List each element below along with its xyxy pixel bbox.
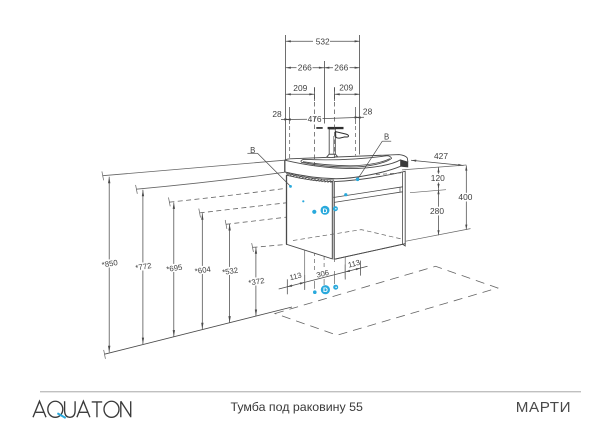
svg-text:D: D [323, 287, 328, 294]
svg-text:28: 28 [272, 109, 282, 119]
svg-text:266: 266 [298, 63, 312, 73]
svg-text:280: 280 [430, 206, 444, 216]
svg-text:532: 532 [316, 36, 330, 46]
svg-text:209: 209 [293, 83, 307, 93]
svg-text:476: 476 [308, 114, 322, 124]
svg-text:Тумба под раковину 55: Тумба под раковину 55 [230, 400, 363, 414]
svg-text:113: 113 [289, 271, 303, 283]
svg-text:*695: *695 [166, 262, 184, 274]
svg-text:*372: *372 [248, 276, 265, 287]
svg-text:113: 113 [347, 258, 361, 270]
svg-text:B: B [250, 146, 255, 155]
svg-text:306: 306 [315, 268, 329, 280]
svg-text:28: 28 [363, 107, 373, 117]
svg-text:МАРТИ: МАРТИ [516, 399, 571, 416]
svg-text:400: 400 [458, 192, 472, 202]
svg-text:427: 427 [434, 151, 448, 161]
svg-text:*532: *532 [222, 266, 239, 277]
svg-text:D: D [323, 208, 328, 215]
svg-text:*604: *604 [194, 264, 212, 276]
svg-text:*850: *850 [101, 258, 119, 270]
svg-text:*772: *772 [135, 261, 152, 272]
svg-text:120: 120 [431, 173, 445, 183]
svg-text:B: B [384, 132, 389, 141]
svg-text:266: 266 [334, 63, 348, 73]
svg-text:209: 209 [339, 83, 353, 93]
